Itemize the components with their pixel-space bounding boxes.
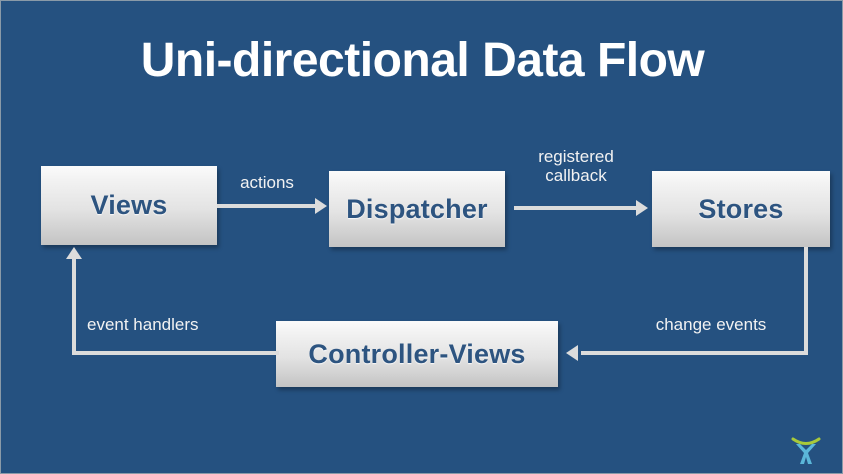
diagram-node-dispatcher[interactable]: Dispatcher bbox=[329, 171, 505, 247]
diagram-node-controller-views[interactable]: Controller-Views bbox=[276, 321, 558, 387]
person-arc-logo-icon bbox=[787, 431, 825, 469]
node-label: Stores bbox=[698, 193, 784, 224]
page-title: Uni-directional Data Flow bbox=[140, 34, 705, 87]
diagram-node-stores[interactable]: Stores bbox=[652, 171, 830, 247]
arrow-right-icon bbox=[636, 200, 648, 216]
edge-event-handlers-horizontal bbox=[72, 351, 279, 355]
node-label: Dispatcher bbox=[346, 193, 488, 224]
edge-change-events-vertical bbox=[804, 247, 808, 355]
arrow-up-icon bbox=[66, 247, 82, 259]
edge-label-change-events: change events bbox=[655, 315, 767, 334]
edge-callback-line bbox=[514, 206, 638, 210]
diagram-node-views[interactable]: Views bbox=[41, 166, 217, 245]
edge-actions-line bbox=[217, 204, 317, 208]
edge-label-event-handlers: event handlers bbox=[87, 315, 199, 334]
node-label: Controller-Views bbox=[308, 338, 526, 369]
edge-change-events-horizontal bbox=[581, 351, 808, 355]
arrow-left-icon bbox=[566, 345, 578, 361]
edge-label-actions: actions bbox=[240, 173, 294, 192]
arrow-right-icon bbox=[315, 198, 327, 214]
node-label: Views bbox=[90, 190, 168, 220]
edge-event-handlers-vertical bbox=[72, 259, 76, 355]
edge-label-registered-callback: registered callback bbox=[538, 147, 614, 186]
